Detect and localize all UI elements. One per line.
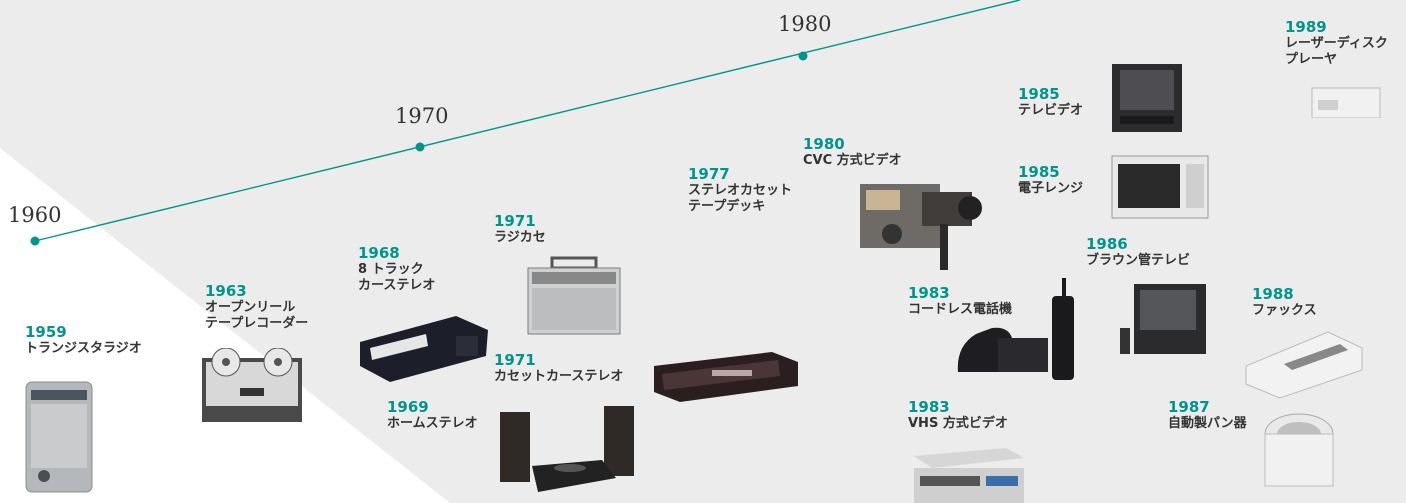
8-track-car-stereo-icon [360, 316, 488, 382]
item-name: 8 トラック カーステレオ [358, 262, 436, 294]
tv-video-icon [1112, 64, 1182, 132]
decade-marker-1980 [798, 51, 808, 61]
bread-maker-icon [1264, 413, 1334, 487]
item-name: ファックス [1252, 303, 1317, 319]
item-name: レーザーディスク プレーヤ [1285, 36, 1388, 68]
item-year: 1983 [908, 284, 950, 302]
item-name: カセットカーステレオ [494, 369, 624, 385]
decade-marker-1960 [30, 236, 40, 246]
timeline-item-1983-phone: 1983 コードレス電話機 [908, 284, 1012, 318]
timeline-item-1963: 1963 オープンリール テープレコーダー [205, 282, 308, 332]
item-name: ステレオカセット テープデッキ [688, 183, 793, 215]
timeline-item-1985-tvvideo: 1985 テレビデオ [1018, 85, 1083, 119]
vhs-video-deck-icon [914, 448, 1024, 503]
cvc-video-camera-icon [860, 184, 982, 270]
timeline-item-1971-car: 1971 カセットカーステレオ [494, 351, 623, 385]
item-year: 1963 [205, 282, 247, 300]
decade-label-1980: 1980 [778, 12, 832, 36]
item-year: 1985 [1018, 85, 1060, 103]
timeline-item-1980: 1980 CVC 方式ビデオ [803, 135, 902, 169]
radio-cassette-icon [527, 256, 621, 335]
item-year: 1989 [1285, 18, 1327, 36]
item-year: 1969 [387, 398, 429, 416]
item-year: 1985 [1018, 163, 1060, 181]
item-year: 1977 [688, 165, 730, 183]
microwave-icon [1111, 155, 1209, 219]
decade-label-1960: 1960 [8, 203, 62, 227]
item-name: ブラウン管テレビ [1086, 253, 1191, 269]
timeline-item-1989: 1989 レーザーディスク プレーヤ [1285, 18, 1388, 68]
item-name: コードレス電話機 [908, 302, 1013, 318]
item-year: 1988 [1252, 285, 1294, 303]
laserdisc-player-icon [1311, 87, 1381, 118]
item-name: トランジスタラジオ [25, 341, 142, 357]
item-name: CVC 方式ビデオ [803, 153, 902, 169]
timeline-item-1987: 1987 自動製パン器 [1168, 398, 1247, 432]
crt-tv-icon [1120, 284, 1206, 354]
timeline-line [34, 0, 1021, 242]
item-year: 1983 [908, 398, 950, 416]
item-name: ラジカセ [494, 230, 546, 246]
timeline-item-1983-vhs: 1983 VHS 方式ビデオ [908, 398, 1008, 432]
timeline-item-1985-microwave: 1985 電子レンジ [1018, 163, 1083, 197]
timeline-item-1977: 1977 ステレオカセット テープデッキ [688, 165, 792, 215]
item-name: 電子レンジ [1018, 181, 1084, 197]
item-name: ホームステレオ [387, 416, 478, 432]
fax-icon [1245, 331, 1363, 399]
item-year: 1986 [1086, 235, 1128, 253]
item-year: 1971 [494, 212, 536, 230]
timeline-item-1986: 1986 ブラウン管テレビ [1086, 235, 1190, 269]
item-year: 1959 [25, 323, 67, 341]
item-name: オープンリール テープレコーダー [205, 300, 309, 332]
timeline-item-1968: 1968 8 トラック カーステレオ [358, 244, 435, 294]
transistor-radio-icon [25, 381, 93, 493]
item-name: VHS 方式ビデオ [908, 416, 1008, 432]
item-year: 1980 [803, 135, 845, 153]
item-year: 1968 [358, 244, 400, 262]
timeline-item-1988: 1988 ファックス [1252, 285, 1317, 319]
item-year: 1971 [494, 351, 536, 369]
home-stereo-icon [500, 406, 634, 492]
item-year: 1987 [1168, 398, 1210, 416]
item-name: テレビデオ [1018, 103, 1084, 119]
decade-label-1970: 1970 [395, 104, 449, 128]
cordless-phone-icon [957, 278, 1074, 380]
open-reel-tape-recorder-icon [202, 348, 302, 422]
cassette-car-stereo-icon [654, 352, 798, 402]
timeline-item-1969: 1969 ホームステレオ [387, 398, 478, 432]
decade-marker-1970 [415, 142, 425, 152]
timeline-item-1971-radio: 1971 ラジカセ [494, 212, 546, 246]
timeline-item-1959: 1959 トランジスタラジオ [25, 323, 142, 357]
item-name: 自動製パン器 [1168, 416, 1247, 432]
